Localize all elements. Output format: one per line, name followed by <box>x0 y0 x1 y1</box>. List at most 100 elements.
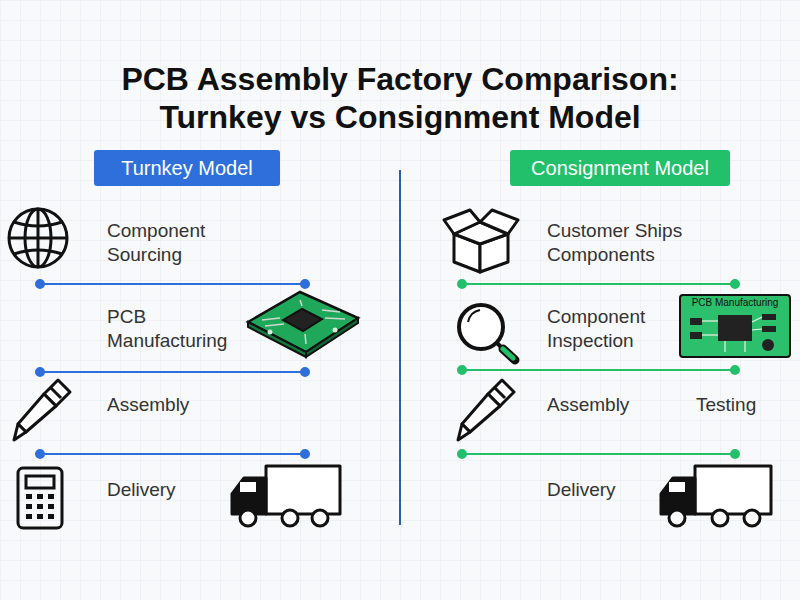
calculator-icon <box>26 494 32 499</box>
blue-separators <box>36 280 309 458</box>
blue-separators <box>301 368 309 376</box>
green-separators <box>731 366 739 374</box>
blue-separators <box>36 368 44 376</box>
pcb-board-icon <box>333 328 338 333</box>
truck-icon <box>240 482 256 492</box>
globe-icon <box>14 250 62 254</box>
green-separators <box>731 280 739 288</box>
step-label: Customer Ships Components <box>547 219 712 267</box>
usb-pen-icon <box>18 394 56 432</box>
green-separators <box>462 369 735 371</box>
calculator-icon <box>26 476 54 488</box>
divider <box>399 170 401 525</box>
usb-pen-icon <box>14 380 70 440</box>
board-label: PCB Manufacturing <box>681 297 789 309</box>
truck-icon <box>282 510 298 526</box>
truck-icon <box>232 466 340 526</box>
blue-separators <box>40 283 305 285</box>
pcb-board-icon <box>680 295 790 357</box>
magnifier-icon <box>459 305 503 349</box>
pcb-board-icon <box>325 318 345 319</box>
calculator-icon <box>37 504 43 509</box>
globe-icon <box>9 237 67 240</box>
pcb-board-icon <box>283 309 322 331</box>
pcb-board-icon <box>762 339 774 351</box>
pcb-board-icon <box>690 318 702 325</box>
step-label: Delivery <box>107 478 176 502</box>
blue-separators <box>40 371 305 373</box>
step-label: Component Sourcing <box>107 219 242 267</box>
pcb-board-icon <box>702 317 762 352</box>
truck-icon <box>695 466 771 514</box>
pcb-board-icon <box>762 314 776 320</box>
pcb-board-icon <box>262 300 345 344</box>
pcb-board-icon <box>724 341 725 352</box>
calculator-icon <box>18 468 62 528</box>
pcb-board-icon <box>752 317 762 322</box>
calculator-icon <box>48 514 54 519</box>
truck-icon <box>240 510 256 526</box>
blue-separators <box>301 450 309 458</box>
globe-icon <box>14 222 62 226</box>
calculator-icon <box>37 494 43 499</box>
pcb-board-icon <box>744 341 745 352</box>
pcb-board-icon <box>248 292 358 352</box>
green-separators <box>458 280 466 288</box>
step-label: Assembly <box>107 393 189 417</box>
magnifier-icon <box>459 305 515 360</box>
usb-pen-icon <box>458 424 470 440</box>
pcb-board-icon <box>262 318 280 320</box>
usb-pen-icon <box>495 388 505 398</box>
usb-pen-icon <box>458 380 514 440</box>
green-separators <box>462 453 735 455</box>
globe-icon <box>9 209 67 267</box>
calculator-icon <box>48 504 54 509</box>
magnifier-icon <box>503 349 513 358</box>
calculator-icon <box>48 494 54 499</box>
pcb-board-icon <box>718 315 752 341</box>
pcb-board-icon <box>268 330 273 335</box>
pcb-board-icon <box>752 329 762 330</box>
step-label: Assembly <box>547 393 629 417</box>
step-label: PCB Manufacturing <box>107 305 242 353</box>
pcb-board-icon <box>680 295 790 357</box>
green-separators <box>458 366 466 374</box>
green-separators <box>458 450 466 458</box>
magnifier-icon <box>468 310 480 322</box>
usb-pen-icon <box>14 424 26 440</box>
calculator-icon <box>37 514 43 519</box>
calculator-icon <box>26 504 32 509</box>
box-icon <box>444 210 480 234</box>
truck-icon <box>712 510 728 526</box>
pcb-board-icon <box>300 300 302 306</box>
blue-separators <box>36 450 44 458</box>
blue-separators <box>36 280 44 288</box>
pcb-board-icon <box>322 310 340 312</box>
box-icon <box>480 210 518 234</box>
model-badge: Consignment Model <box>510 150 730 186</box>
blue-separators <box>40 453 305 455</box>
green-separators <box>462 283 735 285</box>
step-label: Component Inspection <box>547 305 672 353</box>
pcb-board-icon <box>762 326 776 332</box>
globe-icon <box>9 209 67 267</box>
badge-text: Consignment Model <box>531 157 709 180</box>
pcb-board-icon <box>702 334 718 335</box>
truck-icon <box>266 466 340 514</box>
title: PCB Assembly Factory Comparison: Turnkey… <box>70 60 730 136</box>
pcb-board-icon <box>305 334 306 344</box>
calculator-icon <box>18 468 62 528</box>
model-badge: Turnkey Model <box>94 150 280 186</box>
calculator-icon <box>26 514 32 519</box>
calculator-icon <box>26 494 54 519</box>
step-label: Testing <box>696 393 756 417</box>
box-icon <box>444 210 518 272</box>
step-label: Delivery <box>547 478 616 502</box>
truck-icon <box>669 482 685 492</box>
truck-icon <box>744 510 760 526</box>
pcb-board-icon <box>690 332 702 339</box>
usb-pen-icon <box>462 394 500 432</box>
truck-icon <box>661 466 771 526</box>
pcb-board-icon <box>702 320 718 321</box>
